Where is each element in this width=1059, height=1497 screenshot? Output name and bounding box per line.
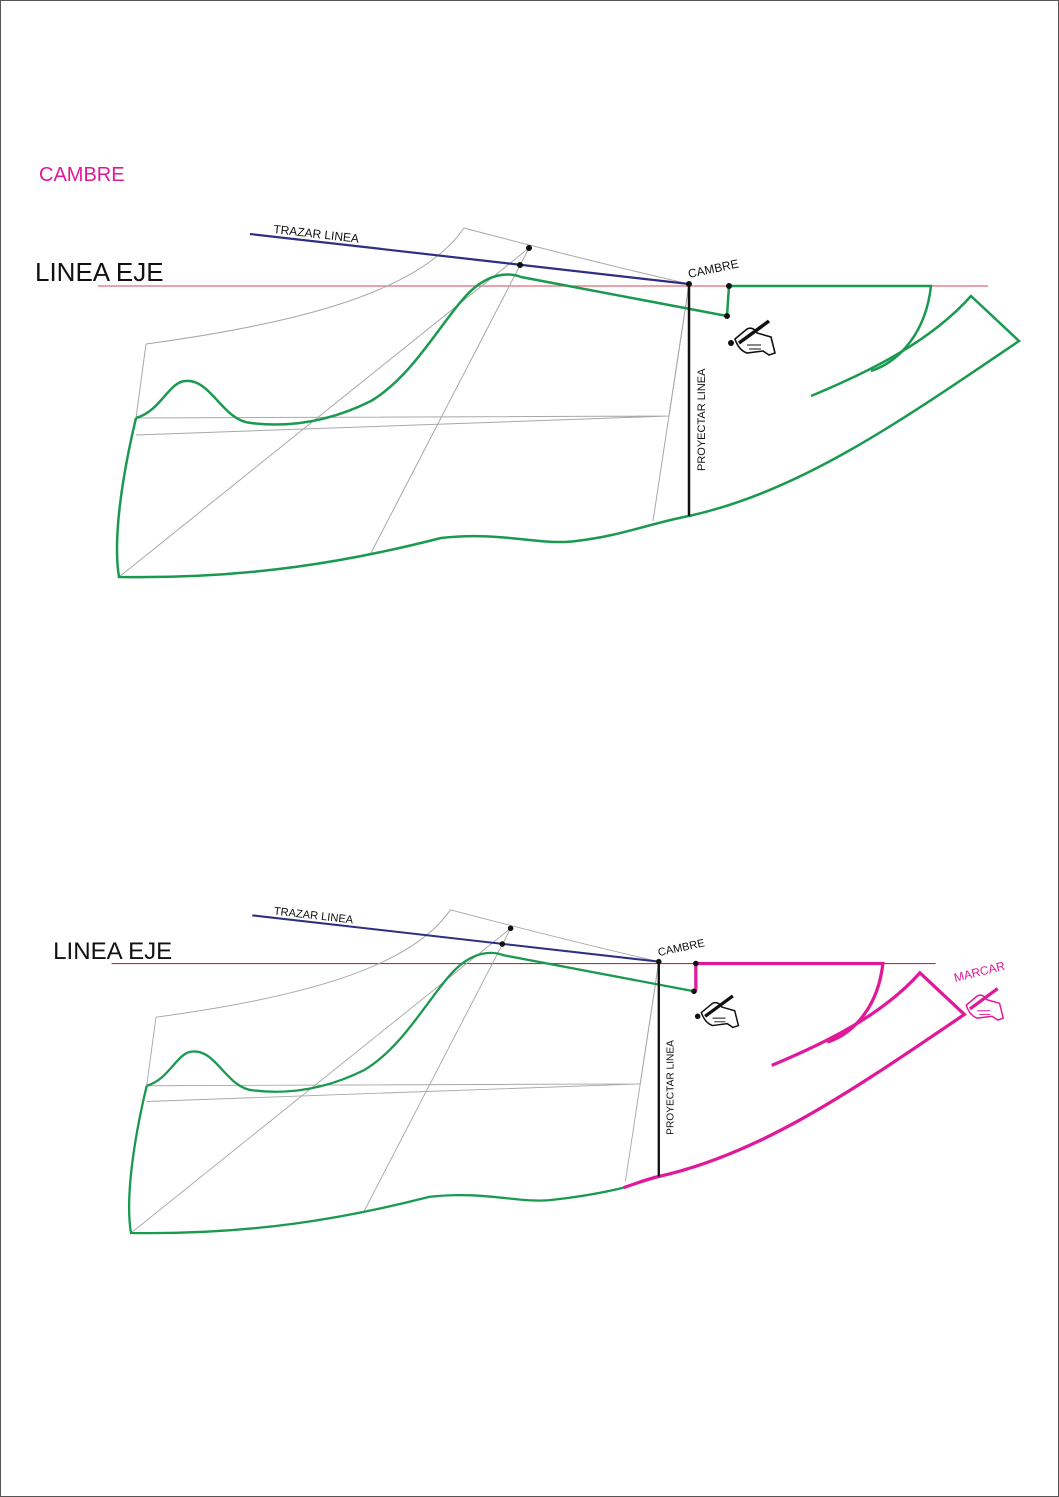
points [517, 245, 734, 346]
axis-label: LINEA EJE [35, 257, 164, 287]
points [499, 925, 701, 1020]
diagram-top: LINEA EJE TRAZAR LINEA CAMBRE PROYECTAR … [35, 222, 1021, 579]
draw-line [252, 914, 659, 963]
pattern-outline [115, 294, 1021, 579]
cambre-label: CAMBRE [687, 257, 740, 281]
base-last-outline [118, 227, 690, 578]
axis-label: LINEA EJE [53, 938, 172, 965]
cambre-label: CAMBRE [657, 937, 706, 959]
hand-pen-icon [699, 994, 741, 1030]
hand-pen-icon [733, 319, 777, 357]
page-title: CAMBRE [39, 164, 125, 186]
mark-label: MARCAR [952, 959, 1006, 985]
pattern-outline [127, 1085, 624, 1235]
project-line-label: PROYECTAR LINEA [696, 368, 708, 471]
pattern-upper-line [135, 273, 933, 426]
marked-toe-upper [694, 961, 885, 1044]
project-line-label: PROYECTAR LINEA [666, 1040, 677, 1135]
base-last-outline [130, 909, 660, 1234]
pattern-upper-line [146, 951, 695, 1093]
diagram-bottom: LINEA EJE TRAZAR LINEA CAMBRE PROYECTAR … [53, 905, 1007, 1235]
draw-line [249, 232, 690, 286]
hand-pen-mark-icon [964, 986, 1005, 1022]
